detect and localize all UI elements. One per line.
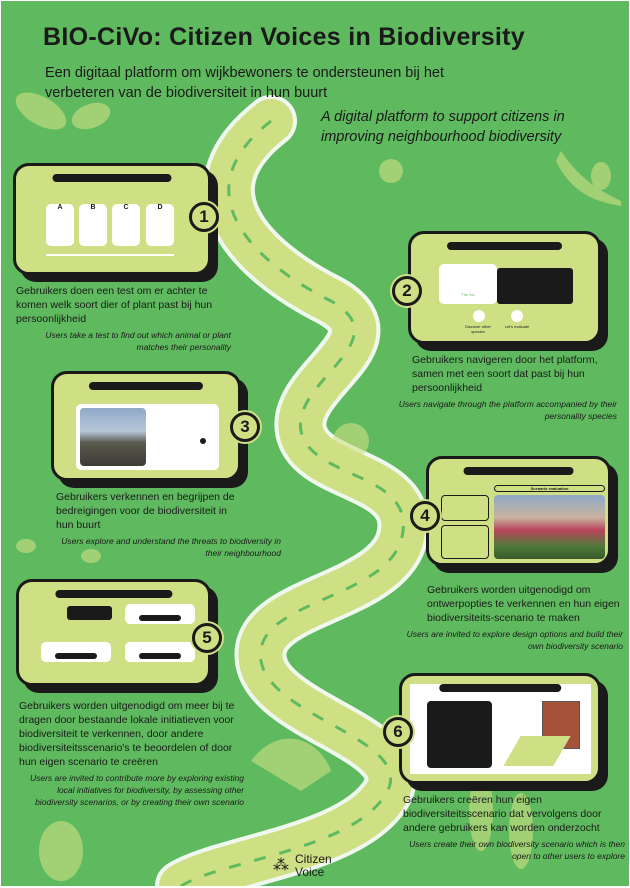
screen-nav-bar [88, 382, 204, 390]
subtitle-english: A digital platform to support citizens i… [321, 109, 565, 145]
scenario-heading: Scenario evaluation [494, 485, 605, 492]
option-label: B [90, 204, 96, 211]
neighbourhood-photo [80, 408, 146, 466]
step-5-text-nl: Gebruikers worden uitgenodigd om meer bi… [19, 700, 235, 768]
local-initiatives-card[interactable] [125, 604, 195, 624]
create-scenario-card[interactable] [125, 642, 195, 662]
step-1-screen: A B C D [13, 163, 211, 275]
screen-nav-bar [439, 684, 561, 692]
step-6-screen [399, 673, 601, 784]
step-1-text-nl: Gebruikers doen een test om er achter te… [16, 285, 213, 325]
step-2-screen: The fox Discover other species Let's eva… [408, 231, 601, 344]
species-card: The fox [439, 264, 497, 304]
step-3-screen [51, 371, 241, 481]
option-card[interactable]: D [146, 204, 174, 246]
arrow-right-icon[interactable] [511, 310, 523, 322]
option-label: D [157, 204, 163, 211]
step-1-text: Gebruikers doen een test om er achter te… [16, 284, 231, 353]
step-6-text: Gebruikers creëren hun eigen biodiversit… [403, 793, 625, 862]
subtitle-dutch: Een digitaal platform om wijkbewoners te… [45, 65, 444, 101]
step-6-text-en: Users create their own biodiversity scen… [409, 839, 625, 861]
tool-palette[interactable] [427, 701, 492, 768]
species-name: The fox [461, 292, 475, 297]
logo-line-1: Citizen [295, 852, 332, 866]
threat-panel [76, 404, 219, 470]
step-2-badge: 2 [392, 276, 422, 306]
option-card[interactable]: A [46, 204, 74, 246]
option-card[interactable]: B [79, 204, 107, 246]
citizen-voice-logo-icon: ⁂ [273, 857, 289, 874]
step-4-badge: 4 [410, 501, 440, 531]
option-card[interactable]: C [112, 204, 140, 246]
step-3-badge: 3 [230, 412, 260, 442]
step-4-text-en: Users are invited to explore design opti… [406, 629, 623, 651]
biodiversity-rating-panel [441, 525, 489, 559]
option-label: A [57, 204, 63, 211]
species-description [497, 268, 573, 304]
step-3-text: Gebruikers verkennen en begrijpen de bed… [56, 490, 281, 559]
make-difference-button[interactable] [139, 615, 181, 621]
screen-nav-bar [463, 467, 574, 475]
screen-nav-bar [446, 242, 563, 250]
scenario-photo [494, 495, 605, 559]
step-6-badge: 6 [383, 717, 413, 747]
step-1-badge: 1 [189, 202, 219, 232]
create-scenario-button[interactable] [139, 653, 181, 659]
step-2-text-en: Users navigate through the platform acco… [398, 399, 617, 421]
option-label: C [123, 204, 129, 211]
discover-species-button[interactable]: Discover other species [465, 324, 491, 334]
step-3-text-nl: Gebruikers verkennen en begrijpen de bed… [56, 491, 235, 531]
step-3-text-en: Users explore and understand the threats… [61, 536, 281, 558]
step-5-screen [16, 579, 211, 686]
leaf-decoration [15, 92, 621, 881]
step-5-text-en: Users are invited to contribute more by … [29, 773, 244, 807]
screen-nav-bar [54, 590, 173, 598]
step-5-text: Gebruikers worden uitgenodigd om meer bi… [19, 699, 244, 808]
step-4-text: Gebruikers worden uitgenodigd om ontwerp… [401, 583, 623, 652]
progress-bar [46, 254, 174, 256]
design-options-panel[interactable] [441, 495, 489, 521]
next-button[interactable] [200, 438, 206, 444]
page-title: BIO-CiVo: Citizen Voices in Biodiversity [43, 23, 525, 51]
step-2-text: Gebruikers navigeren door het platform, … [399, 353, 617, 422]
step-5-badge: 5 [192, 623, 222, 653]
search-icon[interactable] [473, 310, 485, 322]
step-4-screen: Scenario evaluation [426, 456, 611, 566]
evaluate-scenarios-card[interactable] [41, 642, 111, 662]
screen-nav-bar [52, 174, 172, 182]
citizen-voice-logo: ⁂ Citizen Voice [273, 853, 332, 879]
evaluate-button[interactable]: Let's evaluate [504, 324, 530, 329]
logo-line-2: Voice [295, 865, 325, 879]
evaluate-scenarios-button[interactable] [55, 653, 97, 659]
step-2-text-nl: Gebruikers navigeren door het platform, … [412, 354, 598, 394]
step-4-text-nl: Gebruikers worden uitgenodigd om ontwerp… [427, 584, 620, 624]
step-1-text-en: Users take a test to find out which anim… [45, 330, 231, 352]
step-6-text-nl: Gebruikers creëren hun eigen biodiversit… [403, 794, 602, 834]
bee-speech-bubble [67, 606, 112, 620]
